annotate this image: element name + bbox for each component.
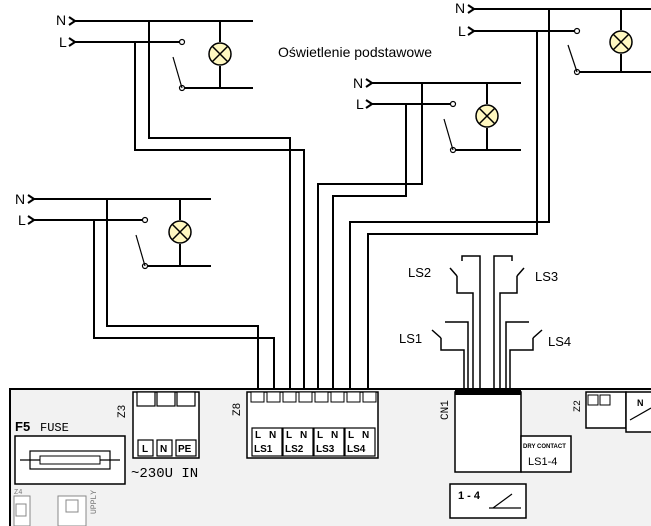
z8-terminal-5: L xyxy=(317,430,323,441)
ls3-label: LS3 xyxy=(535,269,558,284)
circuit-d-neutral-label: N xyxy=(15,191,25,207)
diagram-lines xyxy=(27,4,651,392)
lamp-circuit-c xyxy=(467,4,651,76)
z8-terminal-block xyxy=(246,391,379,459)
text-labels: Oświetlenie podstawowe N L N L N L N L L… xyxy=(14,0,644,514)
trunk-wires xyxy=(93,9,550,392)
z2-label: Z2 xyxy=(573,400,584,412)
z8-terminal-7: L xyxy=(348,430,354,441)
lamp-circuit-b xyxy=(365,78,521,154)
z3-terminal-block xyxy=(132,391,200,459)
ls4-label: LS4 xyxy=(548,334,571,349)
z8-label: Z8 xyxy=(232,403,244,416)
z8-group-ls1: LS1 xyxy=(254,444,273,455)
diagram-title: Oświetlenie podstawowe xyxy=(278,44,432,60)
z8-terminal-8: N xyxy=(362,430,369,441)
circuit-b-neutral-label: N xyxy=(353,75,363,91)
jumper-1-4 xyxy=(449,483,527,519)
z8-group-ls3: LS3 xyxy=(316,444,335,455)
circuit-d-line-label: L xyxy=(18,212,26,228)
power-input-label: ~230U IN xyxy=(131,466,198,482)
z3-label: Z3 xyxy=(117,405,129,418)
fuse-holder xyxy=(14,435,126,485)
fuse-label: FUSE xyxy=(40,421,69,435)
z8-group-ls2: LS2 xyxy=(285,444,304,455)
fuse-id-label: F5 xyxy=(15,419,30,434)
dry-contact-switches xyxy=(431,255,543,392)
z4-label: Z4 xyxy=(14,489,22,497)
z8-terminal-2: N xyxy=(269,430,276,441)
z2-partial-text: N xyxy=(637,398,644,408)
z3-terminal-l: L xyxy=(142,444,148,455)
circuit-a-line-label: L xyxy=(59,34,67,50)
z8-terminal-1: L xyxy=(255,430,261,441)
supply-label: UPPLY xyxy=(90,490,99,514)
circuit-b-line-label: L xyxy=(356,96,364,112)
lamp-circuit-d xyxy=(27,194,211,270)
lamp-circuit-a xyxy=(68,16,253,92)
pcb-board xyxy=(9,388,651,526)
circuit-c-neutral-label: N xyxy=(455,0,465,16)
z3-terminal-pe: PE xyxy=(178,444,192,455)
jumper-label: 1 - 4 xyxy=(458,490,481,502)
z8-terminal-3: L xyxy=(286,430,292,441)
z8-terminal-6: N xyxy=(331,430,338,441)
z4-connector xyxy=(13,495,87,526)
cn1-connector xyxy=(454,390,572,473)
z2-connector xyxy=(585,391,651,433)
z8-terminal-4: N xyxy=(300,430,307,441)
contact-range-label: LS1-4 xyxy=(528,456,557,468)
dry-contact-label: DRY CONTACT xyxy=(523,444,566,450)
circuit-a-neutral-label: N xyxy=(56,12,66,28)
circuit-c-line-label: L xyxy=(458,23,466,39)
ls1-label: LS1 xyxy=(399,331,422,346)
cn1-label: CN1 xyxy=(440,400,452,420)
z8-group-ls4: LS4 xyxy=(347,444,366,455)
ls2-label: LS2 xyxy=(408,265,431,280)
z3-terminal-n: N xyxy=(160,444,167,455)
